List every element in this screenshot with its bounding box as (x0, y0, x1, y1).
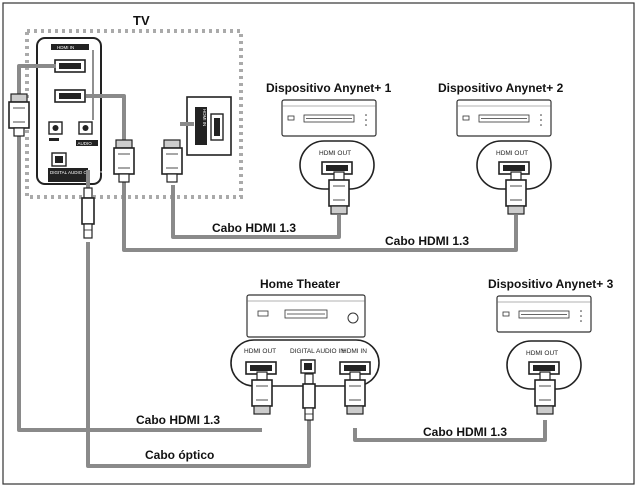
device3-label: Dispositivo Anynet+ 3 (488, 277, 614, 291)
tv-rear-panel: HDMI IN AUDIO DIGITAL AUDIO OUT (OPTICAL… (36, 37, 117, 185)
device2-box (456, 99, 552, 137)
tv-digital-audio-out-label: DIGITAL AUDIO OUT (OPTICAL) (50, 170, 117, 175)
tv-side-hdmi-label: HDMI IN (202, 109, 207, 126)
cable-label-optical: Cabo óptico (145, 448, 214, 462)
cable-device3-to-ht (353, 420, 547, 442)
device1-label: Dispositivo Anynet+ 1 (266, 81, 392, 95)
ht-hdmi-out-label: HDMI OUT (244, 348, 276, 355)
tv-audio-label: AUDIO (78, 141, 93, 146)
cable-optical (86, 242, 311, 468)
cable-label-device3: Cabo HDMI 1.3 (423, 425, 507, 439)
cable-ht-to-tv (17, 125, 262, 432)
ht-hdmi-in-label: HDMI IN (342, 348, 367, 355)
tv-hdmi-port-2 (54, 89, 86, 103)
cable-device1-to-tv (171, 185, 341, 239)
device3-out-label: HDMI OUT (526, 350, 558, 357)
tv-label: TV (133, 13, 150, 28)
device2-out-label: HDMI OUT (496, 150, 528, 157)
ht-digital-audio-in-label: DIGITAL AUDIO IN (290, 348, 345, 355)
tv-hdmi-port-1 (54, 59, 86, 73)
cable-device2-to-tv (86, 94, 518, 252)
plug-tv-side (161, 139, 183, 183)
tv-outline (25, 29, 243, 199)
cable-label-ht-tv: Cabo HDMI 1.3 (136, 413, 220, 427)
cable-tv-port1-link (17, 64, 56, 96)
home-theater-label: Home Theater (260, 277, 340, 291)
tv-hdmi-in-label: HDMI IN (57, 45, 74, 50)
optical-plug-ht (302, 373, 316, 421)
cables (17, 64, 547, 468)
tv-side-panel: HDMI IN (186, 96, 232, 156)
device2-label: Dispositivo Anynet+ 2 (438, 81, 564, 95)
device3-port-panel: HDMI OUT (506, 340, 582, 390)
plug-tv-left (8, 93, 30, 137)
device3-box (496, 295, 592, 333)
device1-box (281, 99, 377, 137)
home-theater-box (246, 294, 366, 338)
cable-label-device1: Cabo HDMI 1.3 (212, 221, 296, 235)
cable-label-device2: Cabo HDMI 1.3 (385, 234, 469, 248)
plug-tv-hdmi2 (113, 139, 135, 183)
device1-out-label: HDMI OUT (319, 150, 351, 157)
optical-plug-tv (81, 187, 95, 239)
